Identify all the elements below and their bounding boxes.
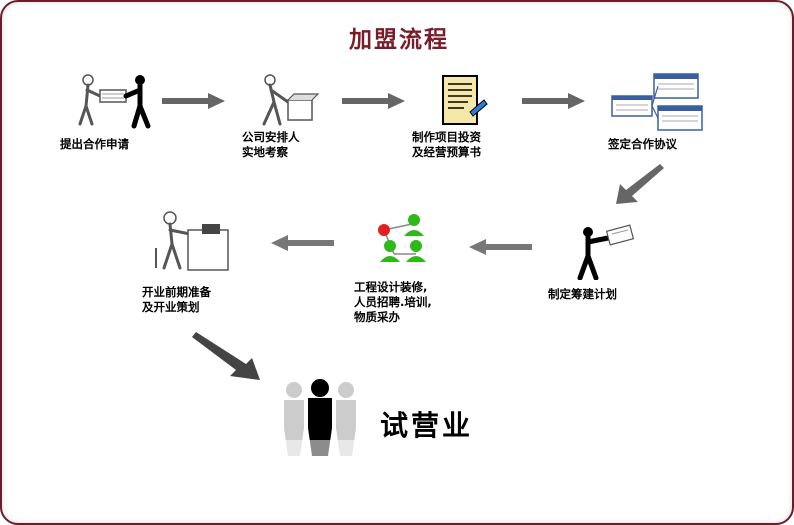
step-label-construction-line1: 工程设计装修, (354, 280, 428, 294)
arrow-right-1 (162, 92, 226, 110)
diagram-title: 加盟流程 (349, 27, 449, 53)
step-label-construction-line2: 人员招聘.培训, (354, 295, 432, 309)
step-label-opening-prep: 开业前期准备 及开业策划 (142, 285, 211, 315)
desk-worker-icon (150, 208, 232, 272)
step-label-budget: 制作项目投资 及经营预算书 (412, 130, 481, 160)
step-label-construction-line3: 物质采办 (354, 310, 400, 324)
arrow-down-left (614, 162, 664, 206)
arrow-right-2 (342, 92, 406, 110)
arrow-right-3 (522, 92, 586, 110)
handover-icon (74, 72, 164, 132)
step-label-apply: 提出合作申请 (60, 137, 129, 151)
step-label-inspection-line1: 公司安排人 (242, 130, 300, 144)
document-icon (440, 74, 488, 130)
org-chart-icon (370, 212, 440, 272)
arrow-left-1 (468, 238, 532, 256)
step-label-construction: 工程设计装修, 人员招聘.培训, 物质采办 (354, 280, 432, 325)
step-label-inspection-line2: 实地考察 (242, 145, 288, 159)
agreement-windows-icon (610, 72, 706, 132)
step-label-opening-prep-line1: 开业前期准备 (142, 285, 211, 299)
step-label-inspection: 公司安排人 实地考察 (242, 130, 300, 160)
group-people-icon (270, 378, 370, 458)
arrow-down-right (192, 330, 264, 382)
final-label: 试营业 (380, 409, 474, 442)
step-label-agreement: 签定合作协议 (608, 137, 677, 151)
presenter-icon (568, 224, 638, 280)
step-label-budget-line2: 及经营预算书 (412, 145, 481, 159)
step-label-budget-line1: 制作项目投资 (412, 130, 481, 144)
arrow-left-2 (270, 234, 334, 252)
step-label-plan: 制定筹建计划 (548, 287, 617, 301)
step-label-opening-prep-line2: 及开业策划 (142, 300, 200, 314)
inspection-icon (250, 72, 320, 132)
